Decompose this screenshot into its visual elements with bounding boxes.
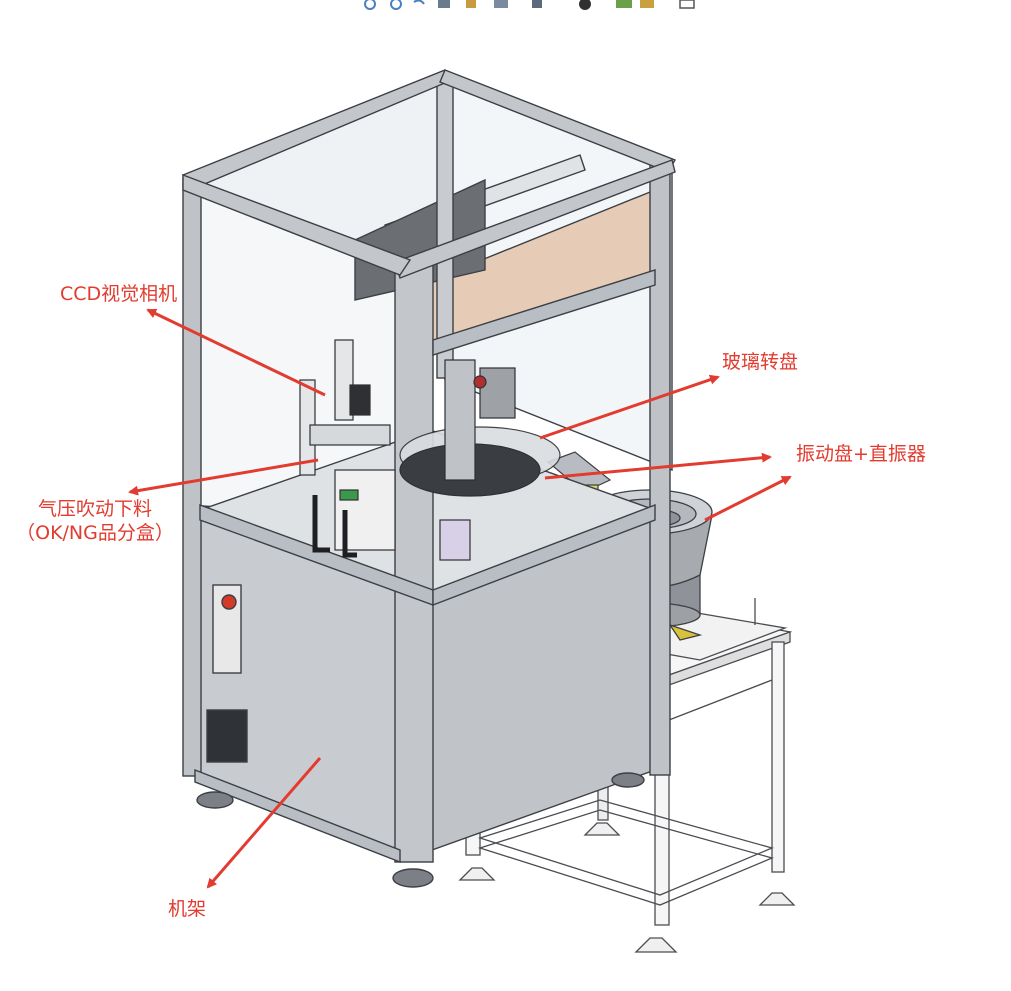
label-vibrating-feeder: 振动盘+直振器 <box>796 443 926 465</box>
annotation-arrows <box>128 308 792 889</box>
view-orientation-icon[interactable] <box>466 0 476 8</box>
arrow-air-blow <box>128 458 319 496</box>
display-style-icon[interactable] <box>494 0 508 8</box>
arrow-glass-turntable <box>539 374 720 440</box>
label-air-blow-line1: 气压吹动下料 <box>37 498 152 520</box>
rotate-icon[interactable] <box>413 0 425 5</box>
label-ccd-camera: CCD视觉相机 <box>60 283 178 305</box>
scene-icon[interactable] <box>616 0 654 8</box>
arrow-frame <box>206 757 322 889</box>
arrow-ccd-camera <box>146 308 326 397</box>
label-air-blow-line2: （OK/NG品分盒） <box>16 522 174 544</box>
arrow-linear-feeder <box>544 452 772 480</box>
label-air-blow: 气压吹动下料 （OK/NG品分盒） <box>10 497 180 545</box>
label-frame: 机架 <box>168 898 207 920</box>
toolbar <box>364 0 695 10</box>
hide-show-icon[interactable] <box>532 0 542 8</box>
monitor-icon[interactable] <box>679 0 695 9</box>
label-glass-turntable: 玻璃转盘 <box>722 351 799 373</box>
arrow-vibrating-bowl <box>704 475 792 522</box>
appearance-icon[interactable] <box>579 0 591 10</box>
zoom-icon[interactable] <box>364 0 376 10</box>
zoom-area-icon[interactable] <box>390 0 402 10</box>
inner-mechanism <box>299 339 561 561</box>
section-view-icon[interactable] <box>438 0 450 8</box>
